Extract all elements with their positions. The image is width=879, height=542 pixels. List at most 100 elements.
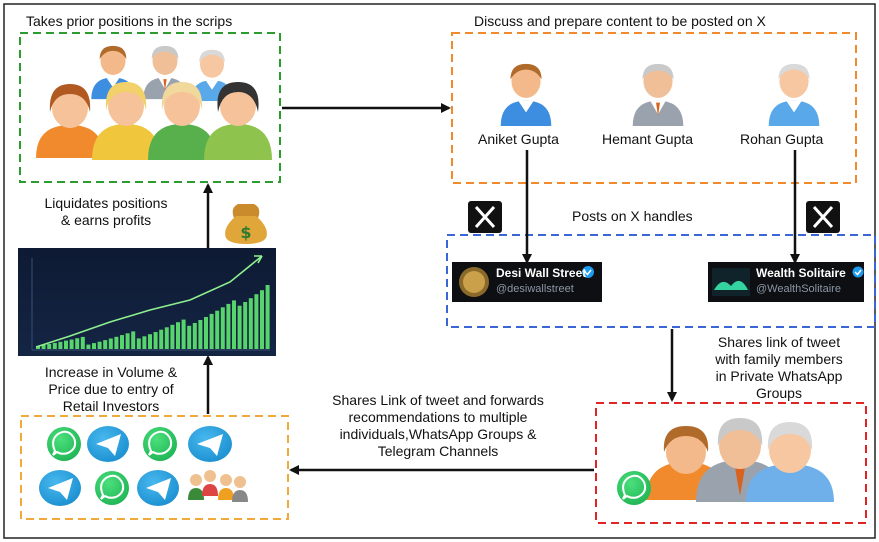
volume-bar [36,346,40,349]
volume-bar [237,305,242,349]
shares-forward-line: Shares Link of tweet and forwards [332,392,544,408]
volume-bar [198,320,203,349]
whatsapp-icon [617,471,651,505]
shares-family-line: with family members [715,351,843,367]
volume-bar [215,310,220,349]
rohan-gupta-avatar [768,63,820,126]
volume-bar [97,341,102,349]
telegram-icon [87,426,129,462]
shares-family-line: Groups [756,385,802,401]
whatsapp-icon [143,427,177,461]
traders-box-title: Takes prior positions in the scrips [26,13,233,29]
volume-bar [170,324,175,349]
money-bag-icon: $ [225,204,267,244]
volume-bar [209,313,214,349]
shares-forward-label: Shares Link of tweet and forwards recomm… [308,392,568,460]
volume-bar [153,332,158,349]
volume-bar [131,331,136,349]
volume-bar [108,338,113,349]
shares-family-line: in Private WhatsApp [715,368,843,384]
volume-bar [52,342,57,349]
increase-line: Retail Investors [62,398,160,414]
wealth-solitaire-name[interactable]: Wealth Solitaire [756,266,846,280]
shares-family-label: Shares link of tweet with family members… [684,334,874,402]
volume-bar [181,319,186,349]
messaging-icons-group [39,426,248,506]
volume-bar [260,290,264,349]
wealth-solitaire-handle[interactable]: @WealthSolitaire [756,283,841,295]
hemant-gupta-avatar [632,63,684,126]
rohan-gupta-label: Rohan Gupta [740,131,824,147]
volume-bar [125,333,130,349]
price-volume-chart [18,248,276,356]
volume-bar [243,302,248,349]
telegram-icon [188,426,232,462]
shares-forward-line: individuals,WhatsApp Groups & [339,426,537,442]
volume-bar [220,307,225,349]
shares-forward-line: Telegram Channels [377,443,499,459]
volume-bar [192,323,197,349]
volume-bar [187,325,192,349]
increase-line: Increase in Volume & [44,364,178,380]
social-spread-box [20,415,289,520]
liquidates-line: & earns profits [60,212,152,228]
svg-text:$: $ [240,223,251,242]
volume-bar [204,317,208,349]
volume-bar [226,303,231,349]
verified-badge-icon [582,266,594,278]
volume-bar [103,340,108,349]
volume-bar [64,340,68,349]
volume-bar [120,335,124,349]
shares-family-line: Shares link of tweet [717,334,841,350]
volume-bar [142,336,147,349]
aniket-gupta-avatar [500,63,552,126]
family-box [595,402,867,524]
volume-bar [148,334,152,349]
volume-bar [159,329,164,349]
volume-bar [58,341,63,349]
telegram-icon [137,470,179,506]
volume-bar [69,339,74,349]
telegram-icon [39,470,81,506]
volume-bar [86,344,91,349]
content-box-title: Discuss and prepare content to be posted… [474,13,766,29]
wealth-solitaire-card [708,262,864,302]
family-group-icon [646,418,834,502]
desi-wall-street-name[interactable]: Desi Wall Street [496,266,587,280]
volume-bar [176,322,180,349]
volume-bar [75,338,80,349]
whatsapp-icon [47,427,81,461]
x-logo-icon-right [806,201,840,233]
liquidates-label: Liquidates positions & earns profits [18,195,194,229]
increase-line: Price due to entry of [48,381,174,397]
increase-volume-label: Increase in Volume & Price due to entry … [16,364,206,415]
x-handles-box [446,234,876,328]
desi-wall-street-handle[interactable]: @desiwallstreet [496,283,574,295]
volume-bar [114,336,119,349]
volume-bar [232,300,236,349]
content-creators-box [451,32,857,184]
hemant-gupta-label: Hemant Gupta [602,131,694,147]
volume-bar [136,338,141,349]
traders-box [19,32,281,183]
aniket-gupta-label: Aniket Gupta [478,131,559,147]
traders-group-icon [36,45,272,160]
volume-bar [164,327,169,349]
liquidates-line: Liquidates positions [44,195,168,211]
small-people-icon [188,470,248,502]
volume-bar [80,336,85,349]
verified-badge-icon [852,266,864,278]
desi-wall-street-card [452,262,602,302]
x-logo-icon-left [468,201,502,233]
volume-bar [47,344,52,349]
volume-bar [41,345,46,349]
shares-forward-line: recommendations to multiple [348,409,528,425]
volume-bar [92,343,96,349]
volume-bar [254,294,259,349]
posts-on-x-label: Posts on X handles [572,208,693,224]
volume-bar [248,298,253,349]
volume-bar [265,285,270,349]
outer-frame [3,3,876,539]
